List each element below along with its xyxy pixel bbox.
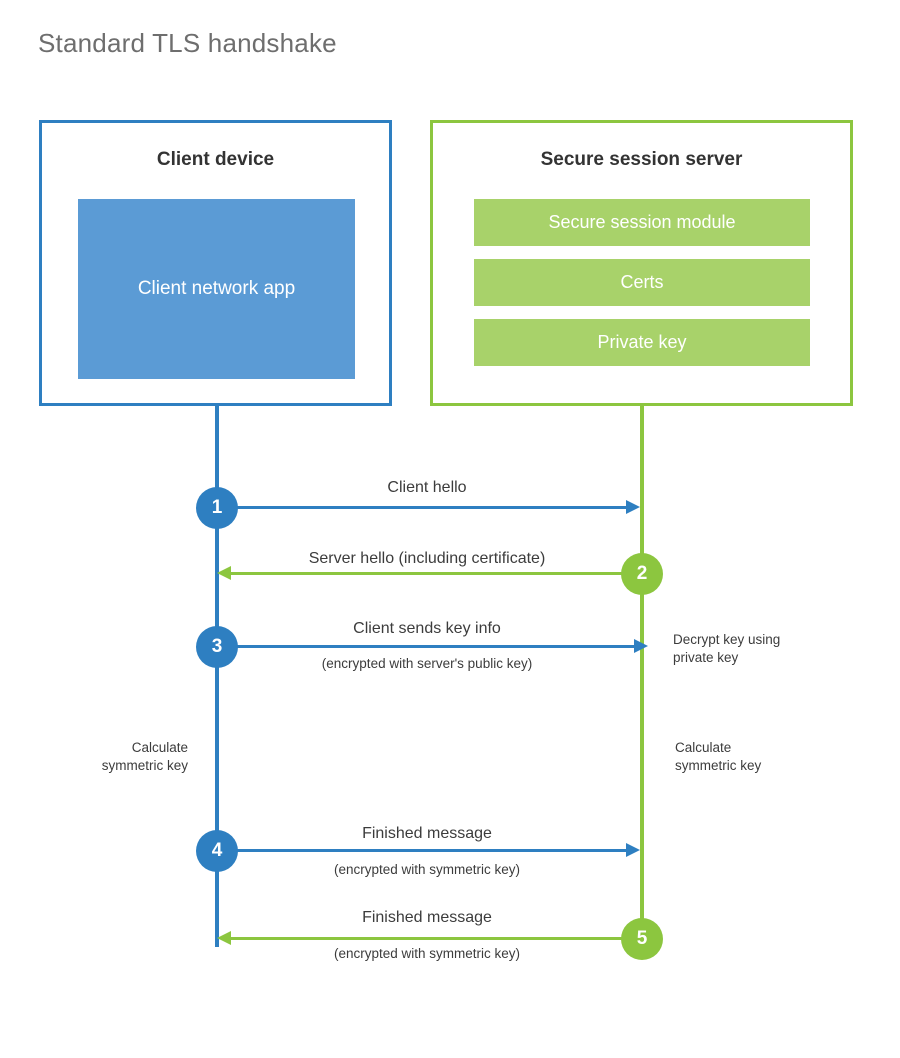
step-1-arrow-client-to-server [217,500,640,514]
arrowhead-left-icon [217,931,231,945]
arrowhead-right-icon [634,639,648,653]
server-component-private-key: Private key [474,319,810,366]
step-3-message-sublabel: (encrypted with server's public key) [321,656,533,671]
page-title: Standard TLS handshake [38,28,337,58]
note-decrypt-key: Decrypt key using private key [673,632,781,665]
client-device-box: Client device Client network app [39,120,392,406]
secure-session-server-box: Secure session server Secure session mod… [430,120,853,406]
step-marker-2: 2 [621,553,663,595]
arrowhead-right-icon [626,500,640,514]
note-calculate-symmetric-key-client: Calculate symmetric key [101,740,188,773]
step-1-message-label: Client hello [387,479,467,496]
client-network-app-block: Client network app [78,199,355,379]
arrowhead-left-icon [217,566,231,580]
arrowhead-right-icon [626,843,640,857]
secure-session-server-title: Secure session server [540,149,743,170]
step-marker-3: 3 [196,626,238,668]
server-component-secure-session-module: Secure session module [474,199,810,246]
client-device-title: Client device [156,149,275,170]
step-5-arrow-server-to-client [217,931,640,945]
step-5-message-label: Finished message [362,909,492,926]
step-4-arrow-client-to-server [217,843,640,857]
server-lifeline [640,406,644,939]
step-2-arrow-server-to-client [217,566,640,580]
step-marker-1: 1 [196,487,238,529]
server-component-list: Secure session module Certs Private key [474,199,810,366]
step-3-arrow-client-to-server [217,639,648,653]
step-4-message-sublabel: (encrypted with symmetric key) [333,862,521,877]
step-marker-4: 4 [196,830,238,872]
client-lifeline [215,406,219,947]
step-3-message-label: Client sends key info [353,620,501,637]
step-2-message-label: Server hello (including certificate) [308,550,546,567]
step-4-message-label: Finished message [362,825,492,842]
server-component-certs: Certs [474,259,810,306]
step-5-message-sublabel: (encrypted with symmetric key) [333,946,521,961]
note-calculate-symmetric-key-server: Calculate symmetric key [675,740,762,773]
step-marker-5: 5 [621,918,663,960]
